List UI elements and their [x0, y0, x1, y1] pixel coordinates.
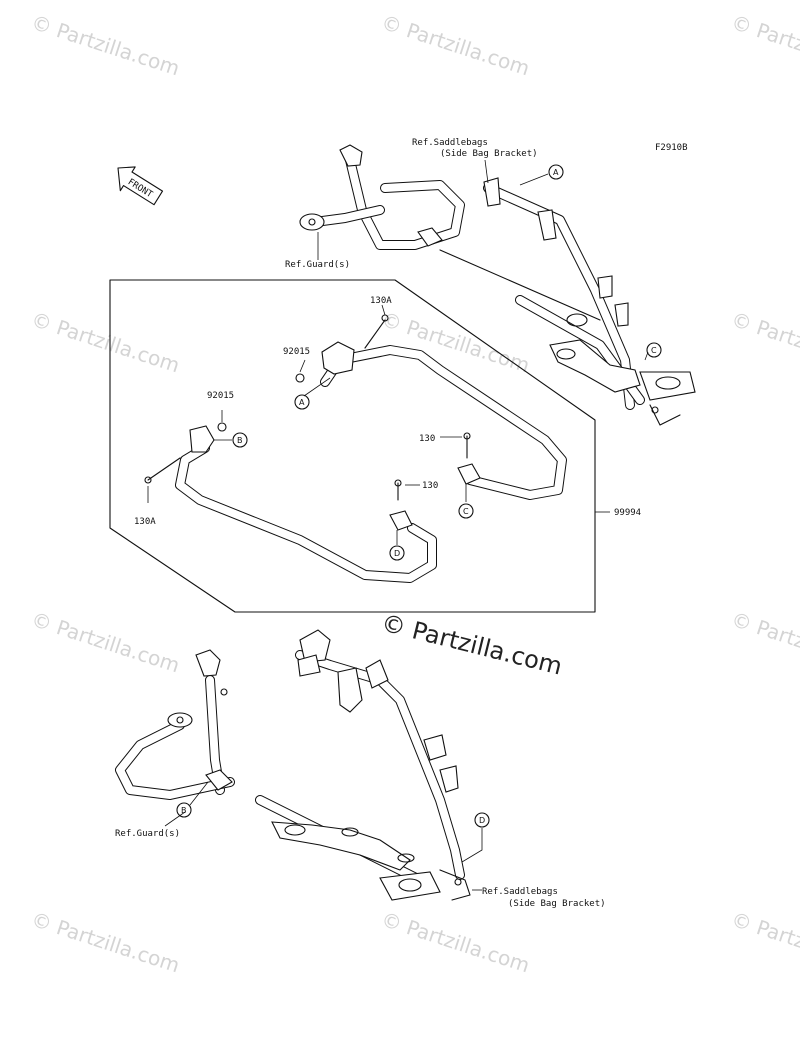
watermark: © Partzilla.com [28, 10, 182, 81]
callout-d: D [479, 816, 485, 825]
front-label: FRONT [126, 177, 155, 200]
figure-code: F2910B [655, 143, 688, 153]
watermark: © Partzilla.com [728, 607, 800, 678]
ref-guard-label: Ref.Guard(s) [115, 829, 180, 839]
guard-mount-plate [299, 213, 325, 231]
bolt-130a-left [147, 457, 181, 481]
part-130-label: 130 [419, 434, 435, 444]
clamp [457, 463, 481, 485]
bracket-plate [379, 871, 441, 901]
guard-mount-plate [167, 712, 193, 728]
ref-saddlebags-label: Ref.Saddlebags [412, 138, 488, 148]
bracket-tab [297, 654, 321, 677]
bracket-tab [614, 302, 629, 327]
callout-b-marker [232, 432, 248, 448]
bracket-tab [423, 734, 447, 761]
watermark: © Partzilla.com [378, 10, 532, 81]
callout-d-marker [474, 812, 490, 828]
kit-outline [109, 279, 596, 613]
bracket-tab [337, 667, 363, 713]
callout-c-marker [458, 503, 474, 519]
callout-c-marker [646, 342, 662, 358]
nut-92015-left [217, 422, 227, 432]
part-130a-label: 130A [134, 517, 156, 527]
callout-a-marker [548, 164, 564, 180]
bracket-tab [439, 765, 459, 793]
callout-a: A [299, 398, 305, 407]
callout-c: C [463, 507, 469, 516]
guard-mount-plate [195, 649, 221, 677]
callout-b-marker [176, 802, 192, 818]
bracket-plate [639, 371, 696, 401]
arrow-icon [117, 166, 164, 206]
part-130-label: 130 [422, 481, 438, 491]
guard-mount-plate [339, 144, 363, 167]
clamp [417, 227, 443, 247]
bracket-tab [537, 209, 557, 241]
watermark: © Partzilla.com [28, 307, 182, 378]
watermark: © Partzilla.com [728, 907, 800, 978]
bracket-tab [597, 275, 613, 299]
watermark: © Partzilla.com [378, 907, 532, 978]
part-92015-label: 92015 [207, 391, 234, 401]
nut-92015-top [295, 373, 305, 383]
clamp [205, 769, 233, 791]
callout-c: C [651, 346, 657, 355]
bracket-tab [483, 177, 501, 207]
watermark: © Partzilla.com [378, 307, 532, 378]
ref-saddlebags-label: Ref.Saddlebags [482, 887, 558, 897]
watermark: © Partzilla.com [728, 10, 800, 81]
top-assembly: A C Ref.Saddlebags (Side Bag Bracket) Re… [285, 138, 696, 426]
ref-saddlebags-sub-label: (Side Bag Bracket) [508, 899, 606, 909]
clamp [189, 425, 215, 453]
partzilla-watermark: © Partzilla.com [379, 609, 565, 681]
part-130a-label: 130A [370, 296, 392, 306]
ref-saddlebags-sub-label: (Side Bag Bracket) [440, 149, 538, 159]
bracket-plate [549, 339, 641, 393]
watermark: © Partzilla.com [728, 307, 800, 378]
bottom-assembly: B D Ref.Guard(s) Ref.Saddlebags (Side Ba… [115, 629, 606, 909]
ref-guard-label: Ref.Guard(s) [285, 260, 350, 270]
watermark: © Partzilla.com [28, 607, 182, 678]
clamp [321, 341, 355, 375]
callout-b: B [237, 436, 243, 445]
bracket-tab [365, 659, 389, 689]
part-number-99994: 99994 [614, 508, 641, 518]
part-92015-label: 92015 [283, 347, 310, 357]
kit-box: A B C D 130A 92015 92015 130A 130 130 99… [109, 279, 641, 613]
clamp [389, 510, 413, 531]
front-arrow: FRONT [117, 166, 164, 206]
watermark: © Partzilla.com [28, 907, 182, 978]
callout-a-marker [294, 394, 310, 410]
callout-b: B [181, 806, 187, 815]
callout-d-marker [389, 545, 405, 561]
bracket-plate [271, 821, 411, 871]
callout-d: D [394, 549, 400, 558]
bolt-130a-top [364, 319, 386, 349]
callout-a: A [553, 168, 559, 177]
